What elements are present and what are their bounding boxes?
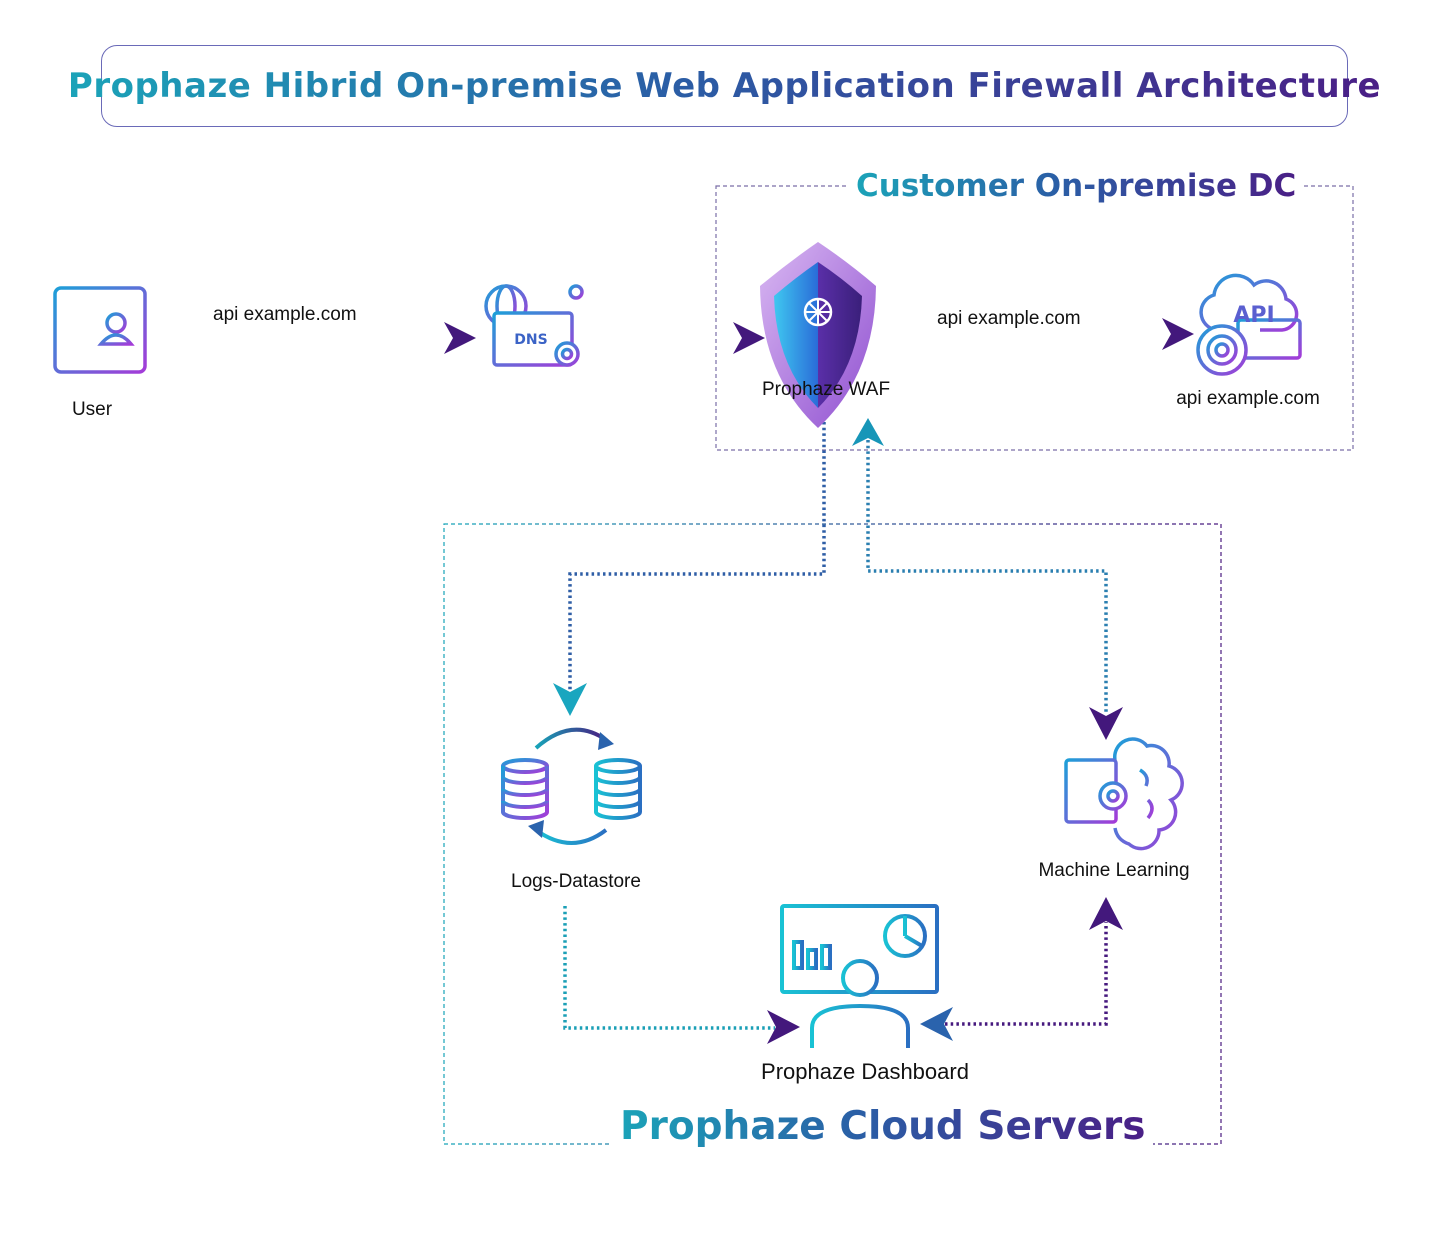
waf-shield-icon xyxy=(760,242,876,428)
cloud-servers-label: Prophaze Cloud Servers xyxy=(612,1104,1154,1149)
arrow-to-dashboard-right xyxy=(920,1007,953,1041)
user-icon xyxy=(53,286,147,374)
logs-cycle-arrow-top xyxy=(598,732,614,750)
arrow-to-dashboard-left xyxy=(767,1010,800,1044)
edge-label-user-dns: api example.com xyxy=(213,304,357,325)
edge-label-waf-api: api example.com xyxy=(937,308,1081,329)
arrow-to-dns xyxy=(444,322,476,354)
onprem-dc-label: Customer On-premise DC xyxy=(848,168,1305,204)
node-label-dashboard: Prophaze Dashboard xyxy=(761,1059,969,1084)
arrow-to-waf xyxy=(733,322,765,354)
edge-logs-dashboard xyxy=(563,906,775,1030)
arrow-to-ml xyxy=(1089,707,1123,740)
arrow-up-waf xyxy=(852,418,884,446)
machine-learning-icon xyxy=(1058,737,1184,851)
node-label-waf: Prophaze WAF xyxy=(761,379,891,400)
edge-ml-waf xyxy=(866,440,1108,712)
dashboard-icon xyxy=(780,904,939,1051)
logs-cycle-arrow-bottom xyxy=(528,820,544,838)
dns-icon xyxy=(484,284,584,380)
diagram-title: Prophaze Hibrid On-premise Web Applicati… xyxy=(67,66,1382,106)
node-label-user: User xyxy=(71,399,113,420)
logs-datastore-icon xyxy=(501,727,642,845)
edge-waf-logs xyxy=(568,422,826,690)
dns-icon-label: DNS xyxy=(514,332,547,348)
arrow-to-logs xyxy=(553,683,587,716)
arrow-up-ml xyxy=(1089,897,1123,930)
api-icon xyxy=(1196,273,1302,376)
title-box: Prophaze Hibrid On-premise Web Applicati… xyxy=(68,45,1381,127)
api-icon-label: API xyxy=(1233,303,1274,328)
arrow-to-api xyxy=(1162,318,1194,350)
node-label-ml: Machine Learning xyxy=(1038,860,1190,881)
node-label-logs: Logs-Datastore xyxy=(511,871,641,892)
edge-dashboard-ml xyxy=(945,922,1108,1026)
node-label-api-server: api example.com xyxy=(1176,388,1320,409)
